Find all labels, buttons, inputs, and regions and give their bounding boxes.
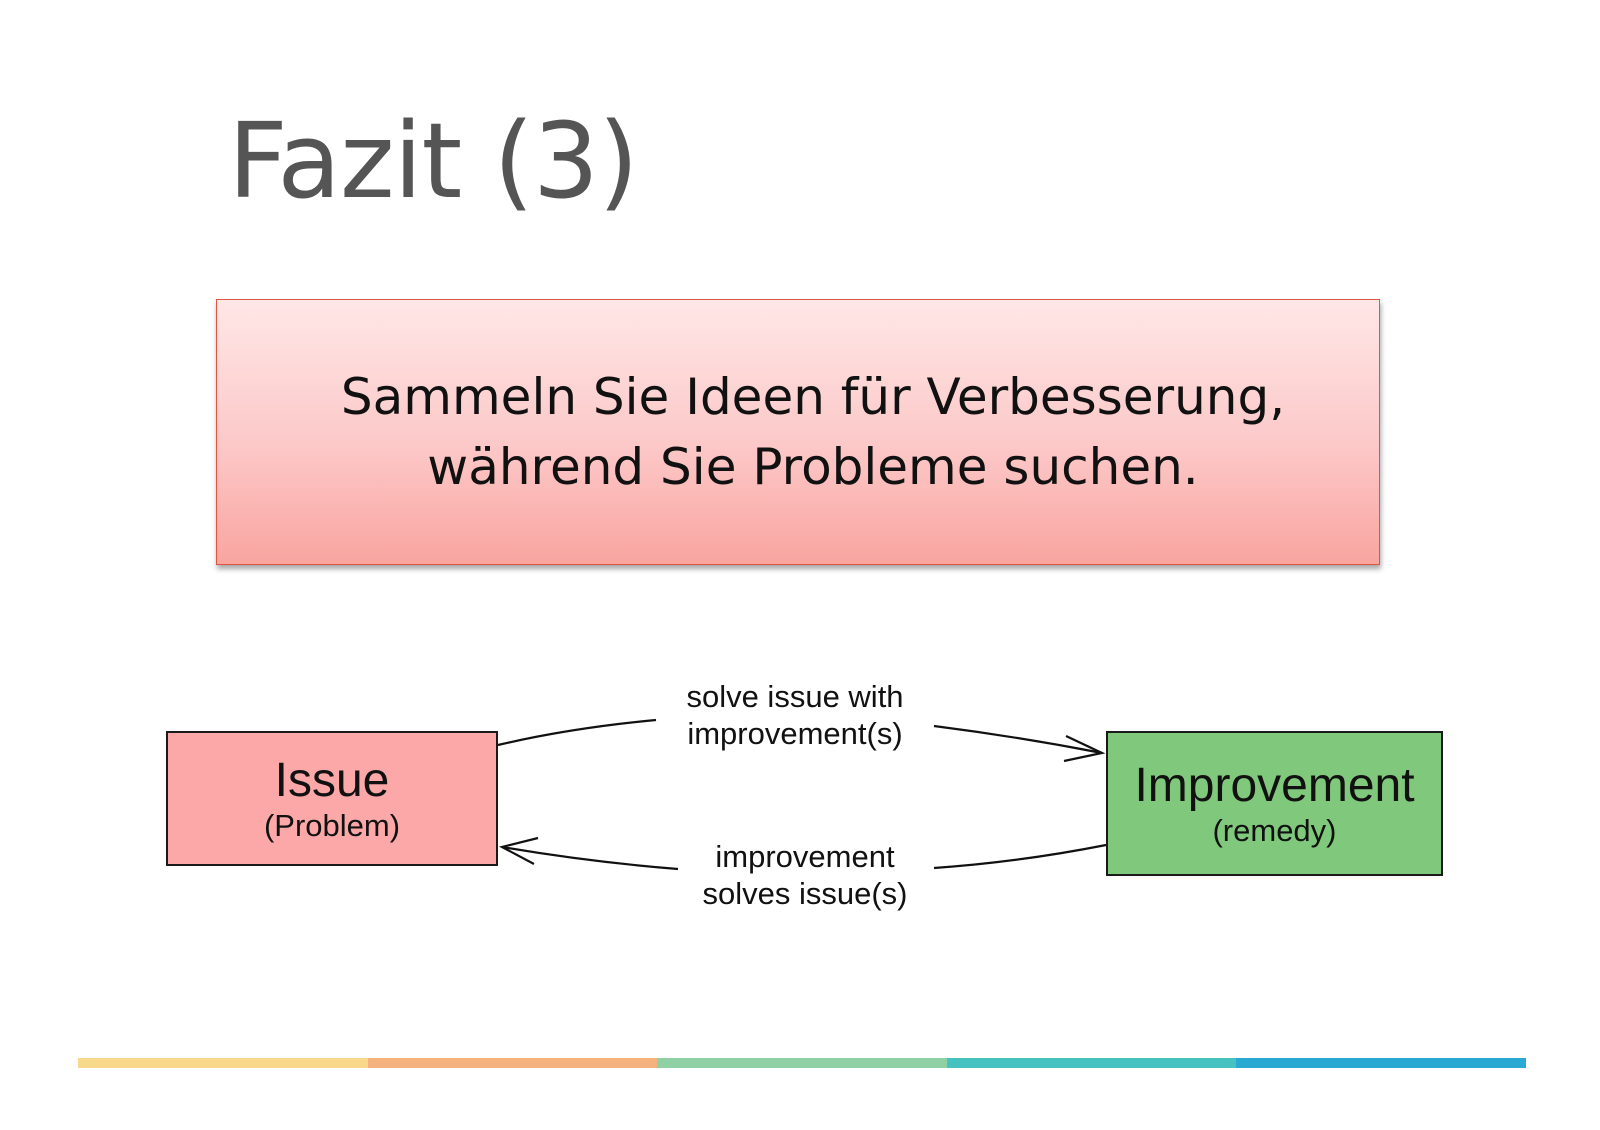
node-issue: Issue (Problem): [166, 731, 498, 866]
arrowhead-issue: [498, 836, 539, 865]
node-issue-title: Issue: [274, 753, 390, 807]
edge-label-top-line-2: improvement(s): [687, 716, 903, 751]
callout-line-1: Sammeln Sie Ideen für Verbesserung,: [340, 368, 1286, 426]
callout-line-2: während Sie Probleme suchen.: [427, 438, 1199, 496]
arrow-improvement-to-issue-left: [501, 845, 679, 871]
slide-title: Fazit (3): [228, 100, 639, 222]
node-improvement-subtitle: (remedy): [1212, 812, 1337, 848]
footer-color-segment-3: [657, 1058, 947, 1068]
edge-label-improvement-to-issue: improvement solves issue(s): [650, 838, 960, 912]
node-improvement-title: Improvement: [1134, 758, 1415, 812]
arrow-improvement-to-issue-right: [933, 843, 1107, 870]
edge-label-issue-to-improvement: solve issue with improvement(s): [640, 678, 950, 752]
footer-color-bar: [78, 1058, 1526, 1068]
edge-label-top-line-1: solve issue with: [686, 679, 904, 714]
edge-label-bottom-line-2: solves issue(s): [702, 876, 908, 911]
callout-box: Sammeln Sie Ideen für Verbesserung, währ…: [216, 299, 1380, 565]
footer-color-segment-2: [367, 1058, 658, 1068]
footer-color-segment-1: [78, 1058, 368, 1068]
arrow-issue-to-improvement-left: [497, 718, 657, 747]
node-improvement: Improvement (remedy): [1106, 731, 1443, 876]
footer-color-segment-5: [1236, 1058, 1526, 1068]
footer-color-segment-4: [946, 1058, 1237, 1068]
edge-label-bottom-line-1: improvement: [715, 839, 895, 874]
arrow-issue-to-improvement-right: [933, 724, 1103, 755]
arrowhead-improvement: [1063, 735, 1106, 763]
node-issue-subtitle: (Problem): [263, 807, 401, 843]
